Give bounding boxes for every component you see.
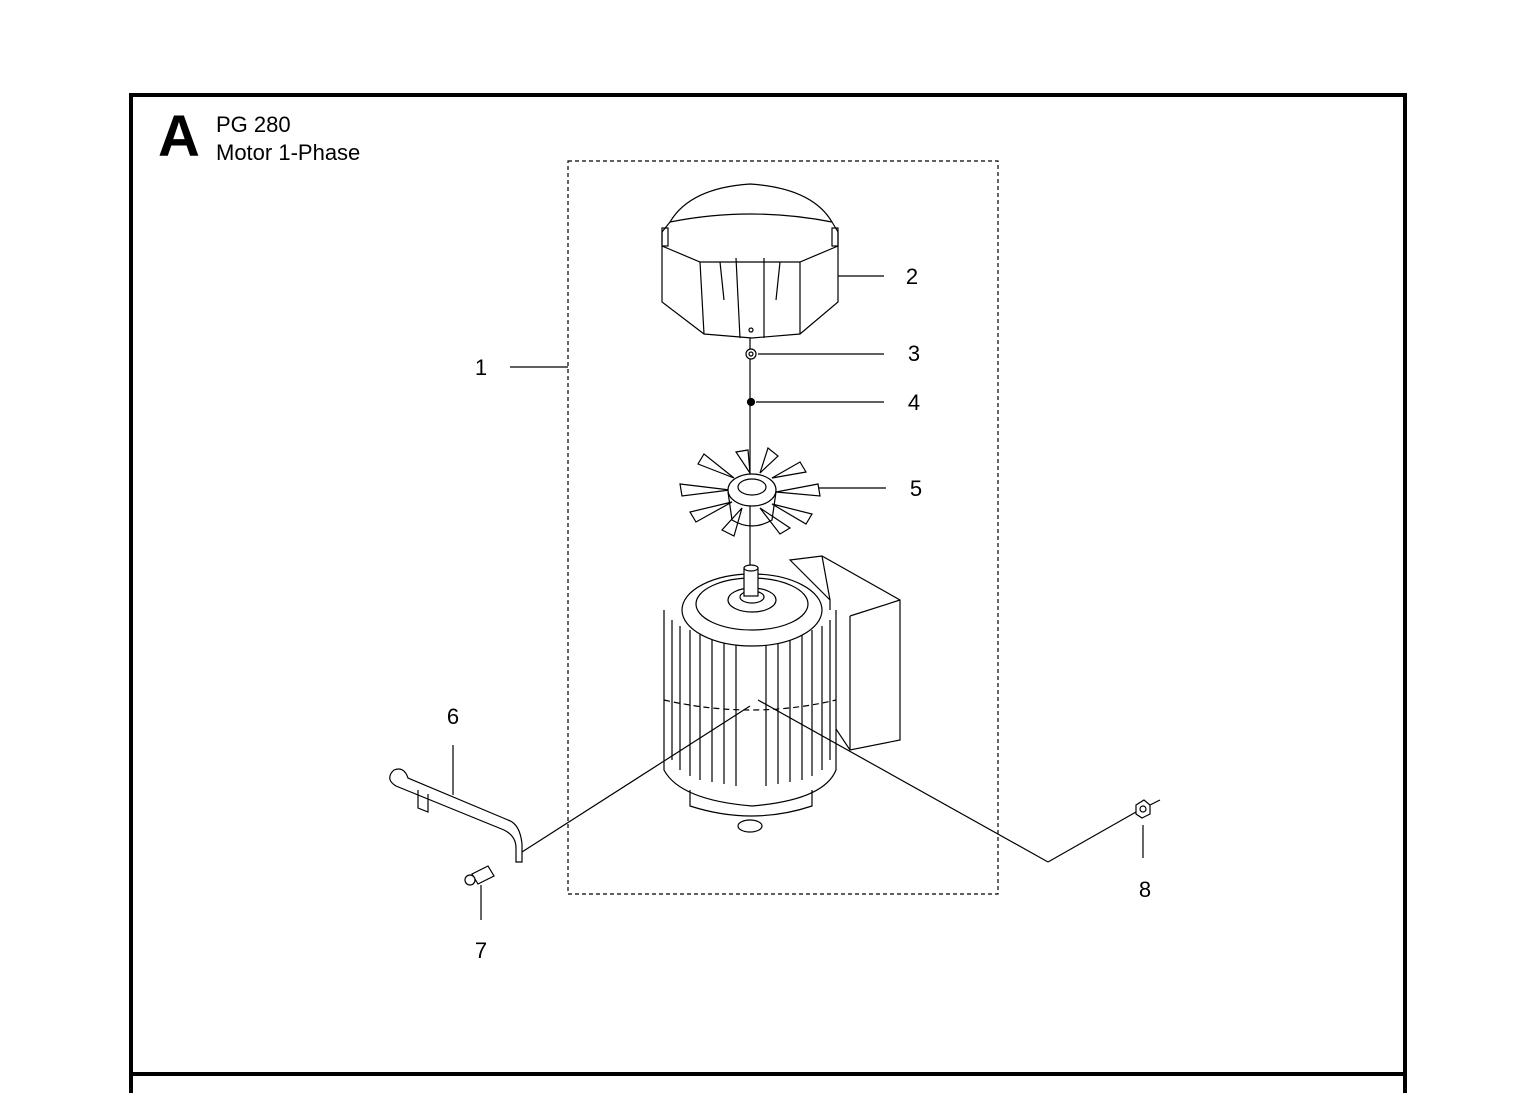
- washer-drawing: [745, 348, 757, 360]
- fan-cover-drawing: [661, 183, 839, 339]
- callout-6: 6: [446, 704, 460, 729]
- bracket-drawing: [389, 768, 523, 863]
- section-letter: A: [158, 104, 200, 169]
- assembly-title: Motor 1-Phase: [216, 140, 361, 165]
- page-frame-left: [129, 93, 133, 1093]
- motor-drawing: [663, 555, 901, 833]
- cover-hole: [748, 327, 754, 333]
- callout-4: 4: [907, 390, 921, 415]
- fan-drawing: [679, 446, 821, 537]
- page-frame-right: [1403, 93, 1407, 1093]
- axis-bracket-to-motor: [521, 705, 751, 853]
- model-title: PG 280: [216, 112, 291, 137]
- page-frame-top: [129, 93, 1407, 97]
- callout-5: 5: [909, 476, 923, 501]
- page-frame-bottom: [129, 1072, 1407, 1076]
- callout-2: 2: [905, 264, 919, 289]
- bolt-drawing: [464, 865, 495, 886]
- axis-motor-to-nut: [757, 699, 1049, 863]
- callout-3: 3: [907, 341, 921, 366]
- callout-1: 1: [474, 355, 488, 380]
- nut-drawing: [1135, 799, 1161, 819]
- callout-8: 8: [1138, 877, 1152, 902]
- callout-7: 7: [474, 938, 488, 963]
- screw-drawing: [746, 397, 756, 407]
